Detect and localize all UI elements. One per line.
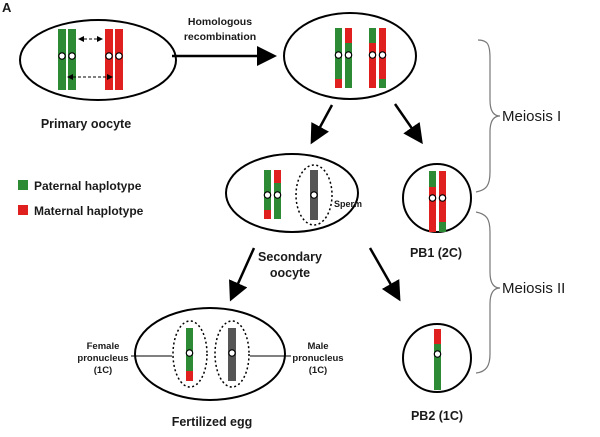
recombined-oocyte <box>283 12 417 100</box>
primary-oocyte <box>19 19 177 101</box>
arrow-to-pb1 <box>393 103 423 145</box>
maternal-segment <box>274 170 281 183</box>
chromatid <box>429 187 436 232</box>
male-pronucleus-label-1: Male <box>307 341 328 352</box>
centromere <box>105 52 113 60</box>
centromere <box>58 52 66 60</box>
meiosis1-brace <box>475 39 501 193</box>
secondary-oocyte-label-2: oocyte <box>270 266 310 280</box>
pb2-label: PB2 (1C) <box>411 409 463 423</box>
paternal-segment <box>429 171 436 187</box>
sperm-label: Sperm <box>334 199 362 209</box>
female-pronucleus-label-3: (1C) <box>94 365 112 376</box>
centromere <box>344 51 353 59</box>
centromere <box>273 191 282 199</box>
polar-body-2 <box>402 323 472 393</box>
centromere <box>438 194 447 202</box>
arrow-to-fertilized-egg <box>229 247 256 302</box>
paternal-segment <box>439 222 446 232</box>
legend: Paternal haplotype Maternal haplotype <box>18 179 144 218</box>
centromere <box>378 51 387 59</box>
legend-label-maternal: Maternal haplotype <box>34 204 144 218</box>
cell-membrane <box>225 153 359 233</box>
fertilized-egg <box>131 307 291 401</box>
chromatid-recombinant <box>345 43 352 88</box>
maternal-segment <box>335 79 342 88</box>
legend-label-paternal: Paternal haplotype <box>34 179 142 193</box>
maternal-segment <box>186 371 193 381</box>
polar-body-1 <box>402 163 472 233</box>
centromere <box>334 51 343 59</box>
centromere <box>228 349 236 357</box>
male-pronucleus-label-2: pronucleus <box>292 353 343 364</box>
sperm-envelope <box>295 164 333 226</box>
panel-label: A <box>2 0 12 15</box>
centromere <box>433 350 442 358</box>
cell-membrane <box>19 19 177 101</box>
pb1-label: PB1 (2C) <box>410 246 462 260</box>
cell-membrane <box>134 307 286 401</box>
centromere <box>185 349 194 357</box>
chromatid <box>274 183 281 219</box>
centromere <box>428 194 437 202</box>
female-pronucleus-label-2: pronucleus <box>77 353 128 364</box>
cell-membrane <box>402 163 472 233</box>
arrow-to-pb2 <box>368 247 401 302</box>
female-pronucleus-label-1: Female <box>87 341 120 352</box>
male-pronucleus-envelope <box>214 320 250 388</box>
secondary-oocyte: Sperm <box>225 153 362 233</box>
cell-membrane <box>283 12 417 100</box>
legend-swatch-maternal <box>18 205 28 215</box>
meiosis2-label: Meiosis II <box>502 280 565 297</box>
meiosis1-label: Meiosis I <box>502 108 561 125</box>
maternal-segment <box>345 28 352 43</box>
paternal-segment <box>369 28 376 43</box>
legend-swatch-paternal <box>18 180 28 190</box>
cell-membrane <box>402 323 472 393</box>
recombination-label-1: Homologous <box>188 16 252 28</box>
chromatid <box>264 170 271 210</box>
centromere <box>310 191 318 199</box>
chromatid-recombinant <box>369 43 376 88</box>
centromere <box>368 51 377 59</box>
centromere <box>115 52 123 60</box>
female-pronucleus-envelope <box>172 320 208 388</box>
chromosome <box>434 344 441 390</box>
meiosis2-brace <box>475 211 501 374</box>
primary-oocyte-label: Primary oocyte <box>41 117 131 131</box>
arrow-to-secondary-oocyte <box>310 104 334 145</box>
recombination-label-2: recombination <box>184 31 256 43</box>
centromere <box>68 52 76 60</box>
secondary-oocyte-label-1: Secondary <box>258 250 322 264</box>
fertilized-egg-label: Fertilized egg <box>172 415 253 429</box>
paternal-segment <box>379 79 386 88</box>
maternal-segment <box>434 329 441 344</box>
male-pronucleus-label-3: (1C) <box>309 365 327 376</box>
centromere <box>263 191 272 199</box>
maternal-segment <box>264 210 271 219</box>
